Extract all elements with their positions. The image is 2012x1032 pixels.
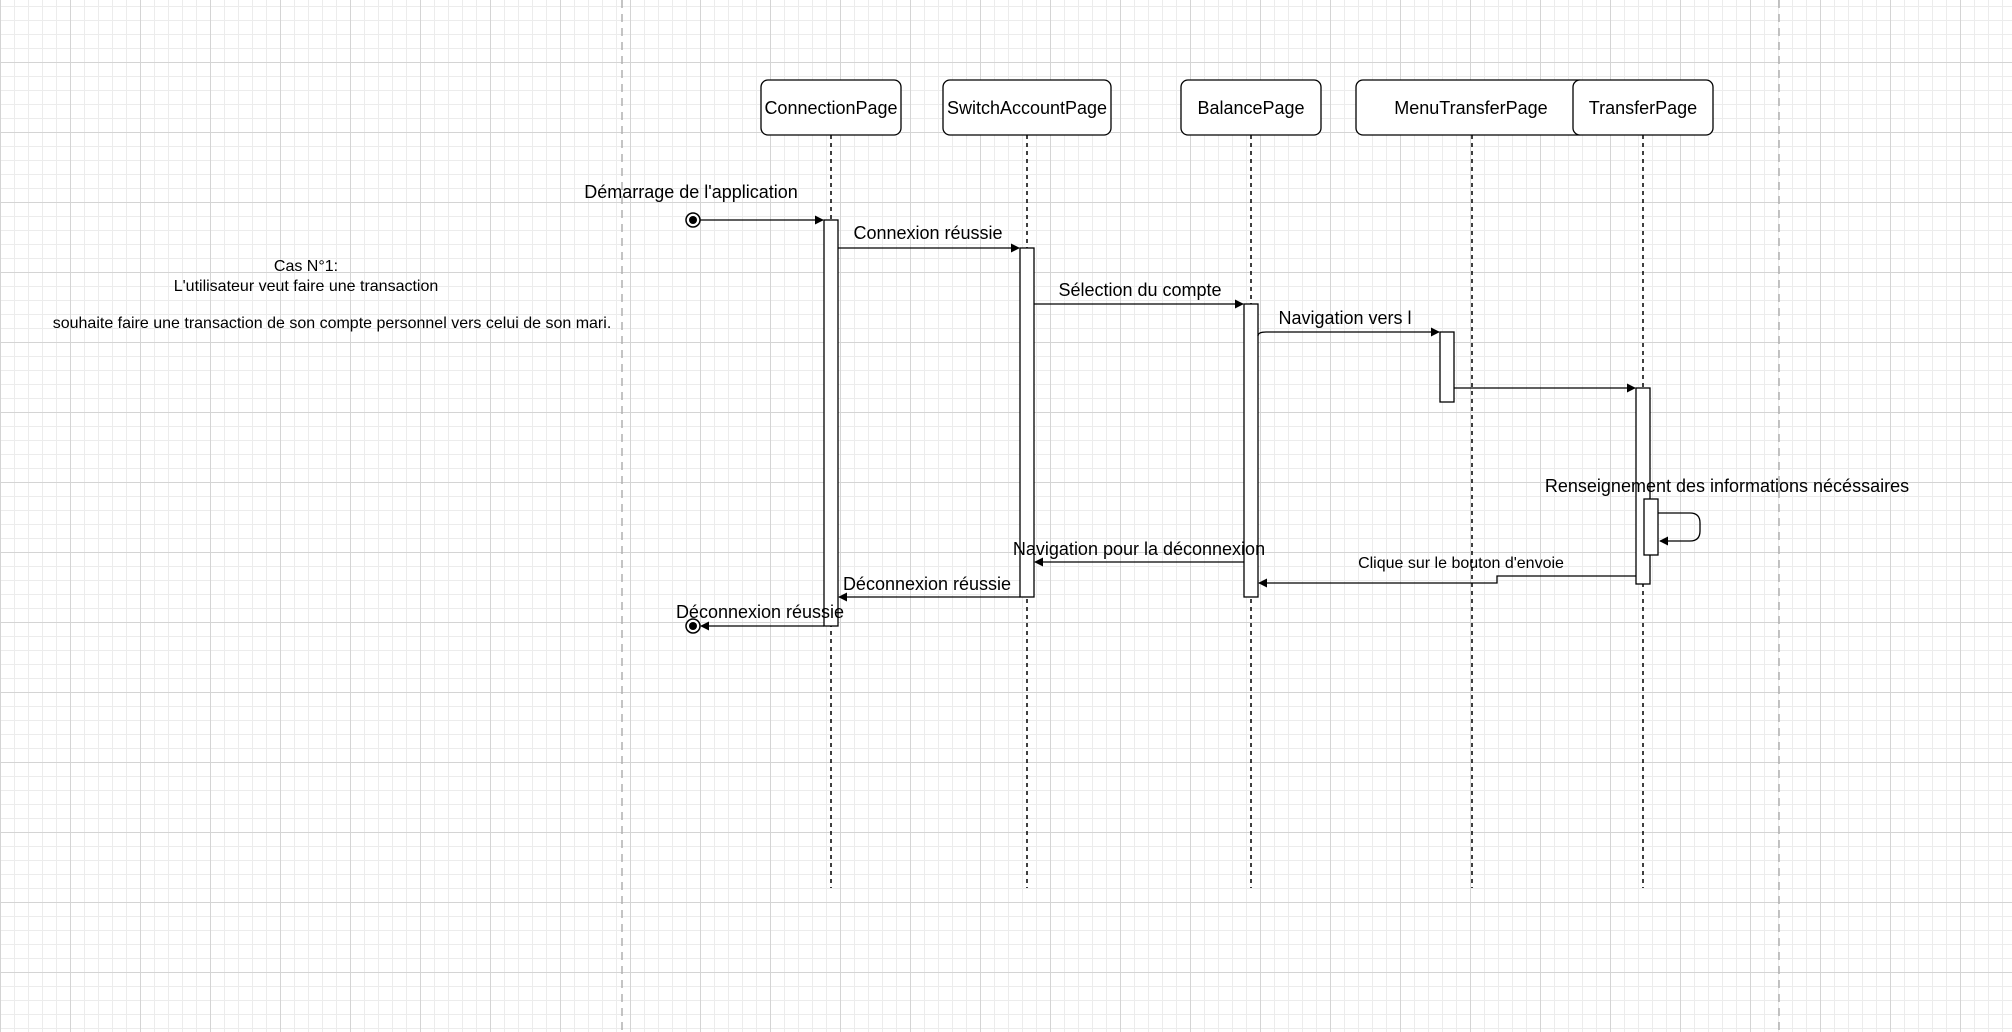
lifeline-box-balance[interactable]: BalancePage	[1180, 79, 1322, 136]
activation-menutransfer	[1439, 331, 1455, 403]
message-login-label: Connexion réussie	[853, 223, 1002, 243]
lifeline-box-transfer[interactable]: TransferPage	[1572, 79, 1714, 136]
svg-text:TransferPage: TransferPage	[1589, 98, 1697, 118]
message-logout-nav-label: Navigation pour la déconnexion	[1013, 539, 1265, 559]
lifeline-box-connection[interactable]: ConnectionPage	[760, 79, 902, 136]
svg-text:SwitchAccountPage: SwitchAccountPage	[947, 98, 1107, 118]
svg-text:MenuTransferPage: MenuTransferPage	[1394, 98, 1547, 118]
lifeline-box-menutransfer[interactable]: MenuTransferPage	[1355, 79, 1587, 136]
activation-connection	[823, 219, 839, 627]
svg-text:ConnectionPage: ConnectionPage	[764, 98, 897, 118]
message-nav-label: Navigation vers l	[1278, 308, 1411, 328]
message-start-label: Démarrage de l'application	[584, 182, 798, 202]
svg-text:BalancePage: BalancePage	[1197, 98, 1304, 118]
final-state-icon	[685, 618, 701, 634]
message-self-arrow	[1658, 512, 1701, 546]
message-self-label: Renseignement des informations nécéssair…	[1545, 476, 1909, 496]
case-title: Cas N°1:	[274, 258, 338, 275]
lifeline-box-switch[interactable]: SwitchAccountPage	[942, 79, 1112, 136]
message-send-arrow	[1258, 575, 1636, 588]
message-logout-ok-2-label: Déconnexion réussie	[676, 602, 844, 622]
activation-switch	[1019, 247, 1035, 598]
activation-balance	[1243, 303, 1259, 598]
message-nav-arrow	[1257, 327, 1440, 337]
case-detail: souhaite faire une transaction de son co…	[53, 315, 612, 332]
case-subtitle: L'utilisateur veut faire une transaction	[174, 278, 439, 295]
message-account-label: Sélection du compte	[1058, 280, 1221, 300]
message-send-label: Clique sur le bouton d'envoie	[1358, 555, 1564, 572]
activation-transfer-self	[1643, 498, 1659, 556]
message-logout-ok-1-label: Déconnexion réussie	[843, 574, 1011, 594]
initial-state-icon	[685, 212, 701, 228]
